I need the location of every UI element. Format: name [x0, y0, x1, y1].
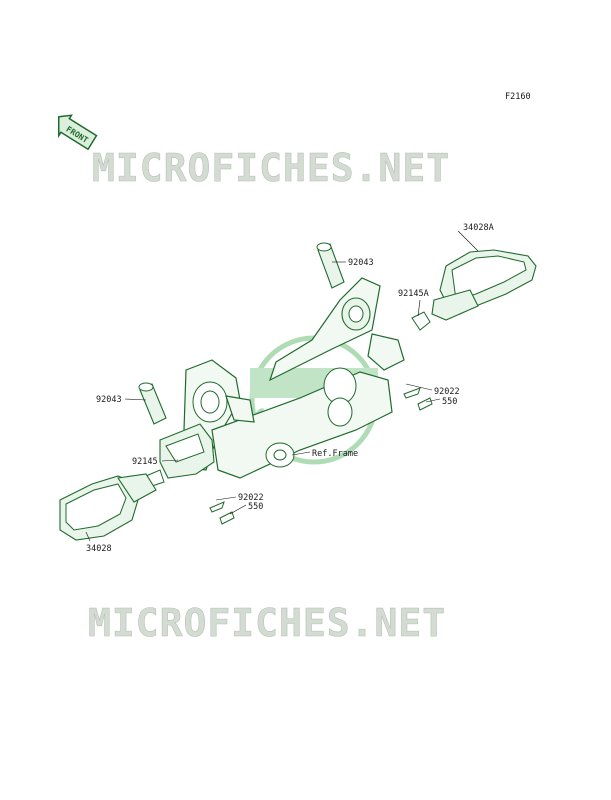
label-washer-right: 550: [442, 397, 457, 407]
footpeg-left: [59, 473, 157, 541]
label-spring-right: 92145A: [398, 289, 429, 299]
label-cotter-right: 92022: [434, 387, 460, 397]
label-footpeg-right: 34028A: [463, 223, 494, 233]
label-pin-right: 92043: [348, 258, 374, 268]
frame-bracket: [183, 277, 405, 479]
label-washer-left: 550: [248, 502, 263, 512]
pin-right: [316, 242, 371, 331]
label-cotter-left: 92022: [238, 493, 264, 503]
cotter-left: [209, 501, 235, 525]
pin-left: [138, 382, 167, 425]
watermark-bottom: MICROFICHES.NET: [88, 601, 446, 645]
cotter-right: [403, 387, 433, 411]
footpeg-right: [411, 249, 537, 331]
leader-lines: [85, 230, 479, 542]
label-spring-left: 92145: [132, 457, 158, 467]
label-footpeg-left: 34028: [86, 544, 112, 554]
clevis-left: [145, 423, 215, 487]
label-pin-left: 92043: [96, 395, 122, 405]
figure-id: F2160: [505, 92, 531, 102]
label-ref-frame: Ref.Frame: [312, 449, 358, 459]
watermark-top: MICROFICHES.NET: [92, 146, 450, 190]
